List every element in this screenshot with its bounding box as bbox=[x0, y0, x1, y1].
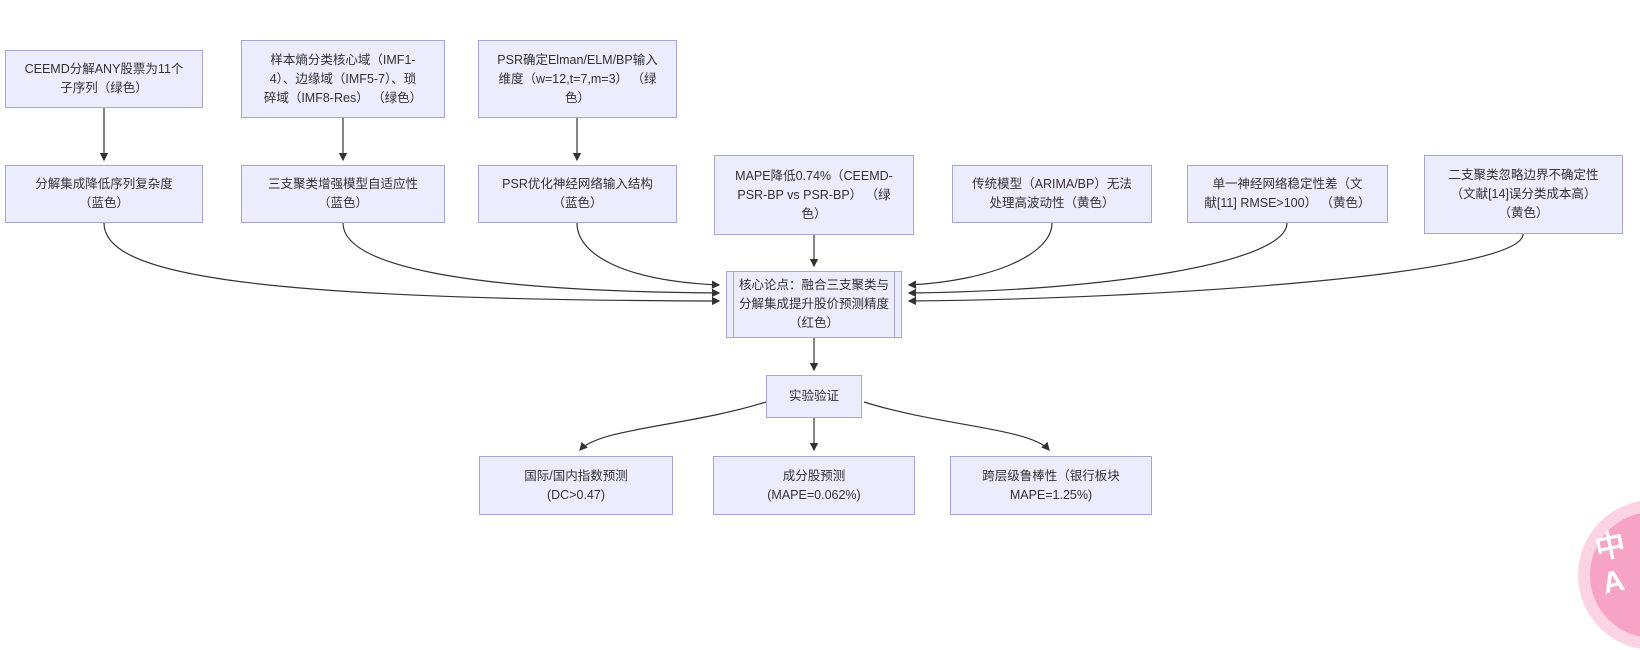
node-three-way-clustering-adaptivity: 三支聚类增强模型自适应性 （蓝色） bbox=[241, 165, 445, 223]
node-sample-entropy-domains: 样本熵分类核心域（IMF1- 4）、边缘域（IMF5-7）、琐 碎域（IMF8-… bbox=[241, 40, 445, 118]
node-mape-reduction: MAPE降低0.74%（CEEMD- PSR-BP vs PSR-BP） （绿 … bbox=[714, 155, 914, 235]
node-core-thesis: 核心论点：融合三支聚类与 分解集成提升股价预测精度 （红色） bbox=[726, 271, 902, 338]
node-constituent-stock-prediction: 成分股预测 (MAPE=0.062%) bbox=[713, 456, 915, 515]
node-single-nn-instability: 单一神经网络稳定性差（文 献[11] RMSE>100） （黄色） bbox=[1187, 165, 1388, 223]
edge-exp-b1 bbox=[579, 401, 767, 451]
edge-n6-core bbox=[576, 222, 721, 289]
edge-n10-core bbox=[907, 233, 1524, 306]
node-two-way-clustering-limitation: 二支聚类忽略边界不确定性 （文献[14]误分类成本高） （黄色） bbox=[1424, 155, 1623, 234]
node-psr-input-dimension: PSR确定Elman/ELM/BP输入 维度（w=12,t=7,m=3） （绿 … bbox=[478, 40, 677, 118]
node-index-prediction: 国际/国内指数预测 (DC>0.47) bbox=[479, 456, 673, 515]
flowchart-edges bbox=[99, 108, 1524, 452]
edge-n9-core bbox=[907, 222, 1288, 298]
edge-exp-b3 bbox=[863, 401, 1050, 451]
edge-n4-core bbox=[103, 222, 721, 306]
node-psr-optimizes-input-structure: PSR优化神经网络输入结构 （蓝色） bbox=[478, 165, 677, 223]
node-ceemd-decomposition: CEEMD分解ANY股票为11个 子序列（绿色） bbox=[5, 50, 203, 108]
node-cross-level-robustness: 跨层级鲁棒性（银行板块 MAPE=1.25%) bbox=[950, 456, 1152, 515]
edge-n8-core bbox=[907, 222, 1053, 289]
edge-n5-core bbox=[342, 222, 721, 298]
node-decomposition-reduces-complexity: 分解集成降低序列复杂度 （蓝色） bbox=[5, 165, 203, 223]
node-traditional-model-limitation: 传统模型（ARIMA/BP）无法 处理高波动性（黄色） bbox=[952, 165, 1152, 223]
node-experimental-validation: 实验验证 bbox=[766, 375, 862, 418]
